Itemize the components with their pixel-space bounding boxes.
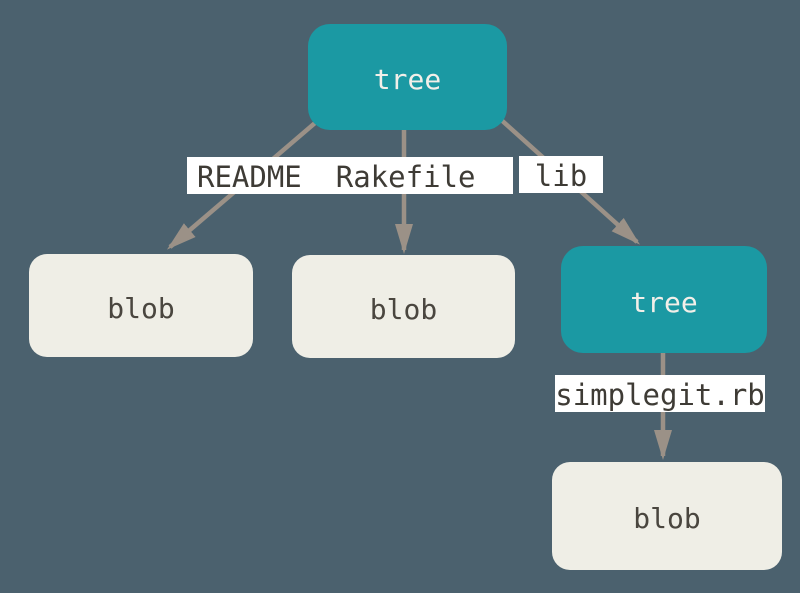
tree-node-root: tree <box>308 24 507 130</box>
blob-node-simplegit-label: blob <box>633 502 701 535</box>
tree-node-lib-label: tree <box>630 285 698 319</box>
blob-node-readme: blob <box>29 254 253 357</box>
edge-label-strip: README Rakefile <box>187 157 513 194</box>
tree-node-lib: tree <box>561 246 767 353</box>
blob-node-rakefile-label: blob <box>369 292 438 326</box>
edge-label-lib: lib <box>519 156 603 193</box>
edge-label-simplegit: simplegit.rb <box>555 375 765 412</box>
edge-label-readme: README <box>197 159 302 194</box>
blob-node-simplegit: blob <box>552 462 782 570</box>
tree-node-root-label: tree <box>373 63 442 96</box>
edge-label-rakefile: Rakefile <box>335 159 476 194</box>
blob-node-rakefile: blob <box>292 255 515 358</box>
blob-node-readme-label: blob <box>107 291 175 325</box>
